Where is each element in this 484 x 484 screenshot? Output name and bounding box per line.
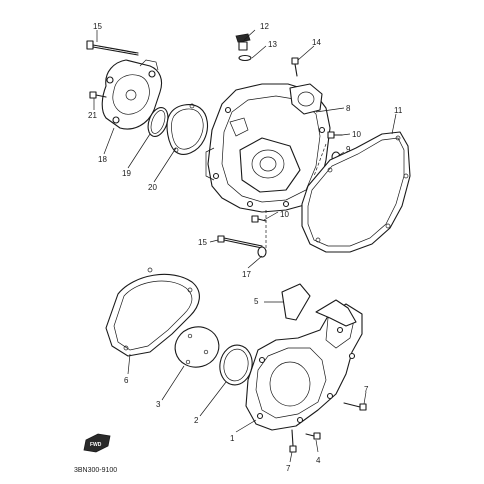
callout-3: 3 xyxy=(156,400,161,409)
alignment-lines xyxy=(265,143,327,252)
callout-14: 14 xyxy=(312,38,321,47)
plug-12 xyxy=(235,33,251,51)
bolt-7-bottom xyxy=(289,429,297,453)
dowel-17 xyxy=(257,246,267,258)
emblem-plate-5 xyxy=(281,283,357,327)
bolt-10-lower xyxy=(251,215,267,223)
fwd-badge-label: FWD xyxy=(90,442,102,448)
callout-7-right: 7 xyxy=(364,385,369,394)
callout-9: 9 xyxy=(346,145,351,154)
callout-15: 15 xyxy=(93,22,102,31)
crankcase-cover-upper xyxy=(205,83,331,213)
callout-19: 19 xyxy=(122,169,131,178)
callout-20: 20 xyxy=(148,183,157,192)
callout-10-lower: 10 xyxy=(280,210,289,219)
callout-labels: 15 12 13 14 21 18 19 20 8 11 10 9 10 15 … xyxy=(88,22,403,473)
callout-12: 12 xyxy=(260,22,269,31)
callout-17: 17 xyxy=(242,270,251,279)
bolt-21 xyxy=(89,91,107,99)
callout-11: 11 xyxy=(394,106,403,115)
bolt-14 xyxy=(291,57,299,77)
bolt-15-lower xyxy=(217,235,263,249)
callout-4: 4 xyxy=(316,456,321,465)
pump-cover-18 xyxy=(101,59,163,130)
gasket-20 xyxy=(166,103,209,155)
callout-2: 2 xyxy=(194,416,199,425)
screw-4 xyxy=(305,432,321,440)
callout-5: 5 xyxy=(254,297,259,306)
cover-3 xyxy=(174,326,220,368)
callout-21: 21 xyxy=(88,111,97,120)
callout-10-right: 10 xyxy=(352,130,361,139)
catalog-code: 3BN300-9100 xyxy=(74,467,117,474)
fwd-arrow-icon: FWD xyxy=(83,433,111,453)
gasket-11 xyxy=(301,131,411,253)
o-ring-13 xyxy=(238,54,252,62)
bolt-10-right xyxy=(327,131,343,139)
leader-lines xyxy=(93,29,397,463)
gasket-6 xyxy=(105,267,200,357)
callout-13: 13 xyxy=(268,40,277,49)
o-ring-19 xyxy=(147,107,169,137)
callout-1: 1 xyxy=(230,434,235,443)
bolt-7-right xyxy=(343,402,367,411)
callout-7-bottom: 7 xyxy=(286,464,291,473)
callout-18: 18 xyxy=(98,155,107,164)
callout-15-lower: 15 xyxy=(198,238,207,247)
callout-8: 8 xyxy=(346,104,351,113)
bolt-15-top xyxy=(86,40,139,56)
callout-6: 6 xyxy=(124,376,129,385)
